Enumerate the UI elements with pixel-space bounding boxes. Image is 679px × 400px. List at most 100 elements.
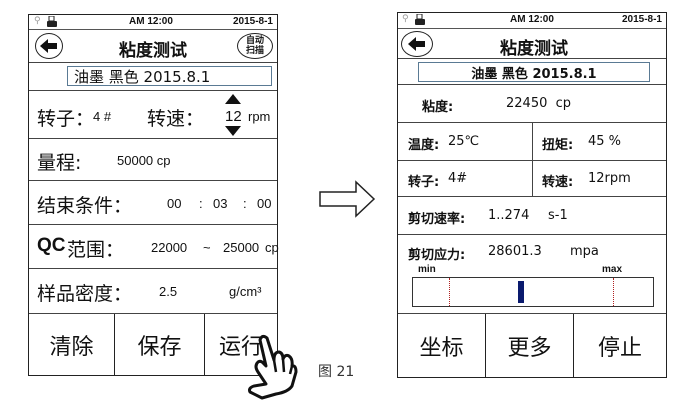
shear-rate-unit: s-1 (548, 208, 568, 223)
shear-stress-label: 剪切应力: (408, 248, 466, 263)
rotor-value[interactable]: 4 # (93, 109, 112, 124)
qc-tilde: ~ (203, 240, 211, 255)
gauge-max-label: max (602, 264, 623, 275)
back-arrow-icon-right (408, 37, 425, 51)
torque-label: 扭矩: (542, 138, 574, 153)
density-label: 样品密度： (37, 283, 133, 305)
status-time: AM 12:00 (129, 16, 173, 27)
end-hours[interactable]: 00 (167, 196, 182, 211)
auto-scan-label-1: 自动 (245, 36, 264, 46)
shear-stress-value: 28601.3 (488, 244, 542, 259)
hand-pointer-icon (248, 334, 298, 400)
usb-icon: ⚲ (34, 16, 41, 26)
auto-scan-button[interactable]: 自动 扫描 (237, 33, 273, 59)
bottom-buttons: 清除 保存 运行 (29, 314, 277, 375)
right-screen: ⚲ AM 12:00 2015-8-1 粘度测试 油墨 黑色 2015.8.1 … (397, 12, 667, 378)
speed-value-right: 12rpm (588, 171, 631, 186)
viscosity-row: 粘度: 22450 cp (398, 85, 666, 123)
range-label: 量程: (37, 152, 82, 174)
stop-label: 停止 (597, 335, 642, 361)
speed-up-icon[interactable] (225, 94, 241, 104)
back-button[interactable] (35, 33, 63, 59)
header-right: 粘度测试 (398, 29, 666, 59)
gauge-marker (518, 281, 524, 303)
sample-row: 油墨 黑色 2015.8.1 (29, 63, 277, 91)
printer-icon (47, 16, 57, 27)
viscosity-value: 22450 cp (506, 96, 572, 111)
back-button-right[interactable] (401, 31, 433, 57)
figure-caption: 图 21 (318, 364, 355, 380)
run-label: 运行 (218, 334, 263, 360)
speed-value[interactable]: 12 (225, 108, 242, 125)
qc-range-row: QC 范围： 22000 ~ 25000 cp (29, 225, 279, 269)
page-title-right: 粘度测试 (500, 39, 568, 59)
density-value[interactable]: 2.5 (159, 284, 178, 299)
shear-rate-row: 剪切速率: 1..274 s-1 (398, 197, 666, 235)
clear-button[interactable]: 清除 (29, 314, 115, 375)
torque-value: 45 % (588, 134, 622, 149)
rotor-value-right: 4# (448, 171, 468, 186)
rotor-label: 转子： (37, 108, 95, 130)
status-date-right: 2015-8-1 (621, 14, 662, 25)
bottom-buttons-right: 坐标 更多 停止 (398, 314, 666, 377)
shear-stress-row: 剪切应力: 28601.3 mpa min max (398, 235, 666, 314)
qc-min[interactable]: 22000 (151, 240, 188, 255)
end-sep-1: : (199, 196, 203, 211)
temperature-label: 温度: (408, 138, 440, 153)
speed-label-right: 转速: (542, 175, 574, 190)
auto-scan-label-2: 扫描 (245, 46, 264, 56)
density-row: 样品密度： 2.5 g/cm³ (29, 269, 277, 314)
page-title: 粘度测试 (119, 41, 187, 61)
temp-torque-row: 温度: 25℃ 扭矩: 45 % (398, 123, 666, 161)
status-time-right: AM 12:00 (510, 14, 554, 25)
qc-unit: cp (265, 240, 279, 255)
end-minutes[interactable]: 03 (213, 196, 228, 211)
speed-unit: rpm (248, 109, 271, 124)
clear-label: 清除 (49, 334, 94, 360)
rotor-speed-row: 转子： 4 # 转速： 12 rpm (29, 91, 277, 139)
sample-name-input[interactable]: 油墨 黑色 2015.8.1 (67, 66, 272, 86)
density-unit: g/cm³ (229, 284, 262, 299)
end-condition-row: 结束条件： 00 : 03 : 00 (29, 181, 277, 225)
stop-button[interactable]: 停止 (574, 314, 666, 377)
shear-rate-label: 剪切速率: (408, 212, 466, 227)
end-seconds[interactable]: 00 (257, 196, 272, 211)
qc-max[interactable]: 25000 (223, 240, 260, 255)
range-row: 量程: 50000 cp (29, 139, 277, 181)
status-bar: ⚲ AM 12:00 2015-8-1 (29, 15, 277, 30)
range-value[interactable]: 50000 cp (117, 153, 171, 168)
qc-label: 范围： (67, 239, 125, 261)
run-button[interactable]: 运行 (205, 314, 277, 375)
usb-icon-right: ⚲ (402, 14, 409, 24)
save-button[interactable]: 保存 (115, 314, 205, 375)
coords-button[interactable]: 坐标 (398, 314, 486, 377)
save-label: 保存 (137, 334, 182, 360)
more-button[interactable]: 更多 (486, 314, 574, 377)
coords-label: 坐标 (419, 335, 464, 361)
end-condition-label: 结束条件： (37, 195, 133, 217)
viscosity-label: 粘度: (422, 100, 454, 115)
sample-name-display: 油墨 黑色 2015.8.1 (418, 62, 650, 82)
gauge-min-label: min (418, 264, 436, 275)
sample-name-value: 油墨 黑色 2015.8.1 (74, 67, 211, 86)
status-date: 2015-8-1 (232, 16, 273, 27)
end-sep-2: : (243, 196, 247, 211)
right-arrow-icon (319, 180, 376, 218)
sample-row-right: 油墨 黑色 2015.8.1 (398, 59, 666, 85)
rotor-speed-row-right: 转子: 4# 转速: 12rpm (398, 161, 666, 197)
qc-label-bold: QC (37, 235, 66, 256)
gauge-max-line (613, 278, 614, 306)
speed-down-icon[interactable] (225, 126, 241, 136)
gauge-bar (412, 277, 654, 307)
shear-stress-unit: mpa (570, 244, 599, 259)
gauge-min-line (449, 278, 450, 306)
sample-name-value-right: 油墨 黑色 2015.8.1 (471, 66, 597, 82)
temperature-value: 25℃ (448, 134, 480, 149)
status-bar-right: ⚲ AM 12:00 2015-8-1 (398, 13, 666, 29)
printer-icon-right (415, 14, 425, 25)
rotor-label-right: 转子: (408, 175, 440, 190)
left-screen: ⚲ AM 12:00 2015-8-1 粘度测试 自动 扫描 油墨 黑色 201… (28, 14, 279, 376)
back-arrow-icon (40, 39, 57, 53)
shear-rate-value: 1..274 (488, 208, 530, 223)
header: 粘度测试 自动 扫描 (29, 30, 277, 63)
